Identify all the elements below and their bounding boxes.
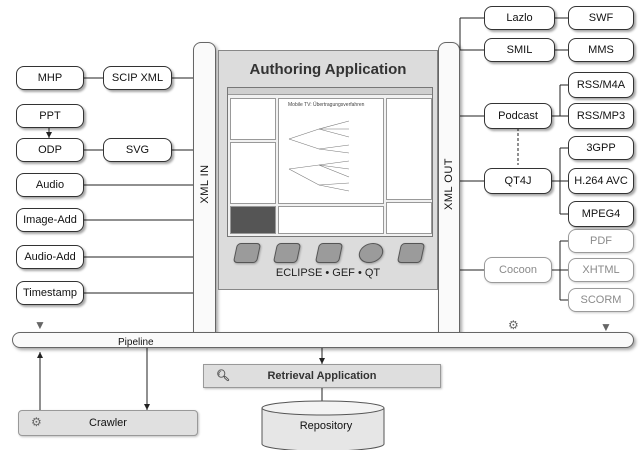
pages-icon — [396, 243, 426, 263]
output-mpeg4: MPEG4 — [568, 201, 634, 227]
document-icon — [232, 243, 262, 263]
retrieval-application: 🔍︎ Retrieval Application — [203, 364, 441, 388]
output-smil: SMIL — [484, 38, 555, 62]
pipeline-label: Pipeline — [118, 337, 154, 348]
authoring-application: Authoring Application Mobile TV: Übertra… — [218, 50, 438, 290]
repository-label: Repository — [299, 420, 353, 432]
output-rss-m4a: RSS/M4A — [568, 72, 634, 98]
authoring-screenshot: Mobile TV: Übertragungsverfahren — [227, 87, 433, 237]
screenshot-assets-pane — [386, 98, 432, 200]
xml-in-label: XML IN — [199, 164, 211, 204]
input-timestamp: Timestamp — [16, 281, 84, 305]
input-audio: Audio — [16, 173, 84, 197]
screenshot-preview-pane — [230, 206, 276, 234]
audio-note-icon — [314, 243, 344, 263]
authoring-title: Authoring Application — [249, 61, 407, 78]
download-arrow-icon-right: ▼ — [600, 320, 612, 334]
output-podcast: Podcast — [484, 103, 552, 129]
repository-cylinder — [261, 400, 385, 450]
download-arrow-icon: ▼ — [34, 318, 46, 332]
screenshot-tree-graphic — [288, 120, 350, 192]
input-mhp: MHP — [16, 66, 84, 90]
output-scorm: SCORM — [568, 288, 634, 312]
magnifier-icon: 🔍︎ — [216, 370, 230, 382]
input-image-add: Image-Add — [16, 208, 84, 232]
screenshot-properties-pane — [386, 202, 432, 234]
output-pdf: PDF — [568, 229, 634, 253]
screenshot-filmstrip-pane — [278, 206, 384, 234]
output-cocoon: Cocoon — [484, 257, 552, 283]
output-h264-avc: H.264 AVC — [568, 168, 634, 194]
gear-icon: ⚙ — [508, 318, 519, 332]
screenshot-outline-pane — [230, 98, 276, 140]
xml-out-label: XML OUT — [443, 158, 455, 210]
settings-disc-icon — [356, 243, 386, 263]
screenshot-canvas-pane — [278, 98, 384, 204]
screenshot-menubar — [228, 88, 432, 95]
output-xhtml: XHTML — [568, 258, 634, 282]
input-audio-add: Audio-Add — [16, 245, 84, 269]
crawler-label: Crawler — [89, 417, 127, 429]
converter-svg: SVG — [103, 138, 172, 162]
authoring-icons-row — [229, 241, 429, 265]
screenshot-slide-title: Mobile TV: Übertragungsverfahren — [288, 102, 365, 108]
pipeline-bar — [12, 332, 634, 348]
output-mms: MMS — [568, 38, 634, 62]
authoring-subtitle: ECLIPSE • GEF • QT — [275, 267, 381, 279]
input-ppt: PPT — [16, 104, 84, 128]
output-swf: SWF — [568, 6, 634, 30]
gears-icon: ⚙ — [31, 415, 42, 429]
presentation-icon — [272, 243, 302, 263]
converter-scip-xml: SCIP XML — [103, 66, 172, 90]
crawler-box: ⚙ Crawler — [18, 410, 198, 436]
output-lazlo: Lazlo — [484, 6, 555, 30]
output-qt4j: QT4J — [484, 168, 552, 194]
output-rss-mp3: RSS/MP3 — [568, 103, 634, 129]
input-odp: ODP — [16, 138, 84, 162]
output-3gpp: 3GPP — [568, 136, 634, 160]
retrieval-label: Retrieval Application — [267, 370, 377, 382]
screenshot-library-pane — [230, 142, 276, 204]
